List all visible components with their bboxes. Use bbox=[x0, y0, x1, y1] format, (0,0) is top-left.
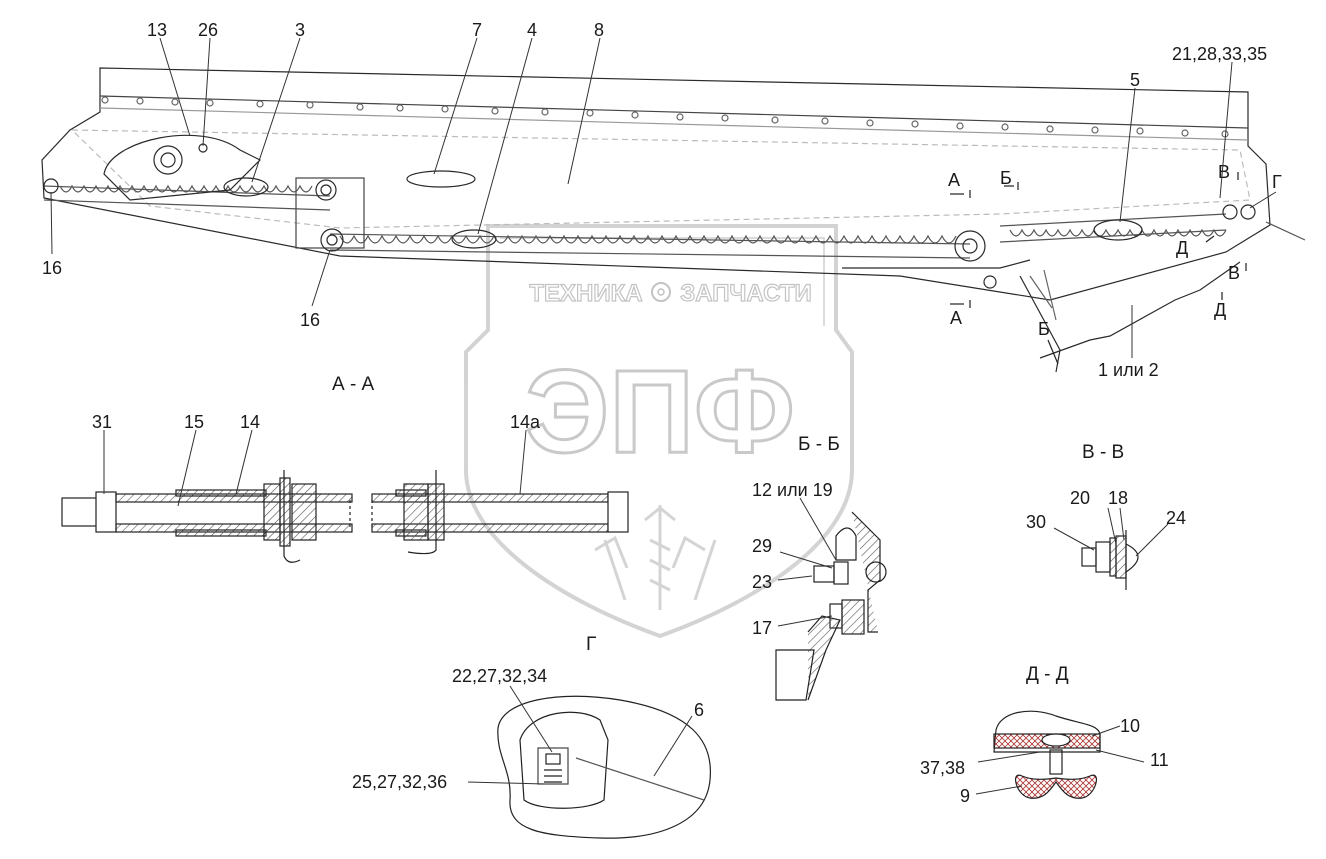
callout-8: 8 bbox=[594, 20, 604, 40]
section-title-vv: В - В bbox=[1082, 442, 1124, 463]
watermark-brand-left: ТЕХНИКА bbox=[529, 280, 642, 307]
callout-5: 5 bbox=[1130, 70, 1140, 90]
leader-lines-aa bbox=[103, 429, 527, 507]
callout-4: 4 bbox=[527, 20, 537, 40]
section-title-aa: А - А bbox=[332, 374, 375, 395]
callout-12-or-19: 12 или 19 bbox=[752, 480, 833, 500]
callout-6: 6 bbox=[694, 700, 704, 720]
callout-17: 17 bbox=[752, 618, 772, 638]
leader-lines-g bbox=[467, 685, 693, 785]
section-cut-marks bbox=[950, 172, 1247, 365]
callout-9: 9 bbox=[960, 786, 970, 806]
callout-1-or-2: 1 или 2 bbox=[1098, 360, 1159, 380]
section-dd-view bbox=[993, 710, 1101, 799]
gear-icon bbox=[651, 282, 671, 302]
callout-3: 3 bbox=[295, 20, 305, 40]
callout-16-left: 16 bbox=[42, 258, 62, 278]
cut-mark-b-bottom: Б bbox=[1038, 319, 1050, 339]
callout-10: 10 bbox=[1120, 716, 1140, 736]
callout-7: 7 bbox=[472, 20, 482, 40]
view-g bbox=[497, 695, 712, 839]
leader-lines-main bbox=[50, 37, 1277, 358]
section-title-g: Г bbox=[586, 634, 596, 655]
callout-37-38: 37,38 bbox=[920, 758, 965, 778]
callout-24: 24 bbox=[1166, 508, 1186, 528]
callout-11: 11 bbox=[1150, 750, 1169, 770]
cut-mark-a-top: А bbox=[948, 170, 960, 190]
leader-lines-dd bbox=[975, 725, 1145, 795]
watermark-logo: ЭПФ bbox=[525, 346, 794, 478]
cut-mark-g: Г bbox=[1272, 172, 1282, 192]
callout-31: 31 bbox=[92, 412, 112, 432]
cut-mark-d-top: Д bbox=[1176, 238, 1188, 258]
callout-20: 20 bbox=[1070, 488, 1090, 508]
callout-26: 26 bbox=[198, 20, 218, 40]
oval-window bbox=[406, 170, 476, 188]
callout-22-27-32-34: 22,27,32,34 bbox=[452, 666, 547, 686]
cut-mark-d-bottom: Д bbox=[1214, 300, 1226, 320]
callout-30: 30 bbox=[1026, 512, 1046, 532]
watermark: ТЕХНИКА ЗАПЧАСТИ ЭПФ bbox=[464, 224, 854, 639]
section-title-dd: Д - Д bbox=[1026, 664, 1069, 685]
section-vv-view bbox=[1081, 530, 1139, 590]
callout-23: 23 bbox=[752, 572, 772, 592]
cut-mark-v-bottom: В bbox=[1228, 263, 1240, 283]
callout-29: 29 bbox=[752, 536, 772, 556]
callout-13: 13 bbox=[147, 20, 167, 40]
watermark-brand-right: ЗАПЧАСТИ bbox=[680, 280, 812, 307]
callout-21-28-33-35: 21,28,33,35 bbox=[1172, 44, 1267, 64]
callout-25-27-32-36: 25,27,32,36 bbox=[352, 772, 447, 792]
wheat-emblem bbox=[594, 505, 717, 610]
callout-15: 15 bbox=[184, 412, 204, 432]
cut-mark-v-top: В bbox=[1218, 162, 1230, 182]
section-aa-view bbox=[61, 470, 629, 563]
bearing-hub bbox=[153, 145, 183, 175]
cut-mark-b-top: Б bbox=[1000, 168, 1012, 188]
callout-14a: 14а bbox=[510, 412, 541, 432]
cut-mark-a-bottom: А bbox=[950, 308, 962, 328]
main-assembly-view bbox=[41, 67, 1306, 373]
flange-bolts bbox=[101, 96, 1229, 138]
callout-16-center: 16 bbox=[300, 310, 320, 330]
section-bb-view bbox=[775, 511, 887, 701]
callout-14: 14 bbox=[240, 412, 260, 432]
callout-18: 18 bbox=[1108, 488, 1128, 508]
section-title-bb: Б - Б bbox=[798, 434, 840, 455]
leader-lines-bb bbox=[777, 497, 837, 627]
leader-lines-vv bbox=[1053, 507, 1169, 557]
